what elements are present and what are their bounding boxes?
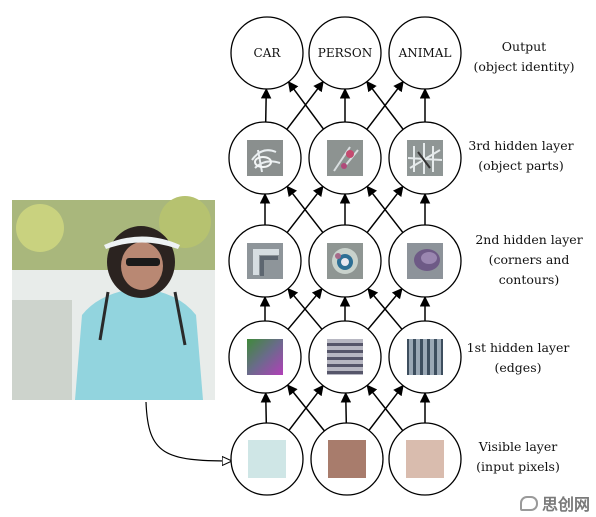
input-photograph	[12, 196, 215, 400]
layer-descriptions: Output (object identity) 3rd hidden laye…	[467, 39, 583, 474]
output-node-car-label: CAR	[254, 46, 282, 60]
hidden2-feature-2	[327, 243, 363, 279]
hidden-layer-1	[229, 321, 461, 393]
watermark-text: 思创网	[542, 495, 590, 514]
visible-label-line1: Visible layer	[478, 439, 557, 454]
connection-arrow	[346, 393, 347, 423]
hidden1-label-line2: (edges)	[495, 360, 542, 375]
hidden2-label-line2: (corners and	[489, 252, 570, 267]
hidden3-feature-3	[407, 140, 443, 176]
photo-to-visible-arrow	[146, 402, 232, 461]
output-label-line1: Output	[502, 39, 546, 54]
hidden-layer-3	[229, 122, 461, 194]
hidden2-feature-1	[247, 243, 283, 279]
hidden1-feature-3	[407, 339, 443, 375]
hidden2-feature-3	[407, 243, 443, 279]
watermark: 思创网	[520, 491, 590, 515]
hidden3-label-line2: (object parts)	[478, 158, 563, 173]
chat-bubble-icon	[520, 496, 538, 511]
hidden2-label-line1: 2nd hidden layer	[475, 232, 582, 247]
hidden1-feature-1	[247, 339, 283, 375]
hidden3-feature-2	[327, 140, 363, 176]
output-layer: CAR PERSON ANIMAL	[231, 17, 461, 89]
connection-arrow	[266, 89, 267, 122]
hidden1-label-line1: 1st hidden layer	[467, 340, 570, 355]
output-node-person-label: PERSON	[318, 46, 372, 60]
visible-pixel-2	[328, 440, 366, 478]
hidden2-label-line3: contours)	[499, 272, 559, 287]
visible-pixel-1	[248, 440, 286, 478]
hidden-layer-2	[229, 225, 461, 297]
connection-arrow	[266, 393, 267, 423]
hidden1-feature-2	[327, 339, 363, 375]
hidden3-feature-1	[247, 140, 283, 176]
visible-label-line2: (input pixels)	[476, 459, 560, 474]
hidden3-label-line1: 3rd hidden layer	[468, 138, 573, 153]
visible-pixel-3	[406, 440, 444, 478]
visible-layer	[231, 423, 461, 495]
output-label-line2: (object identity)	[473, 59, 574, 74]
output-node-animal-label: ANIMAL	[398, 46, 452, 60]
